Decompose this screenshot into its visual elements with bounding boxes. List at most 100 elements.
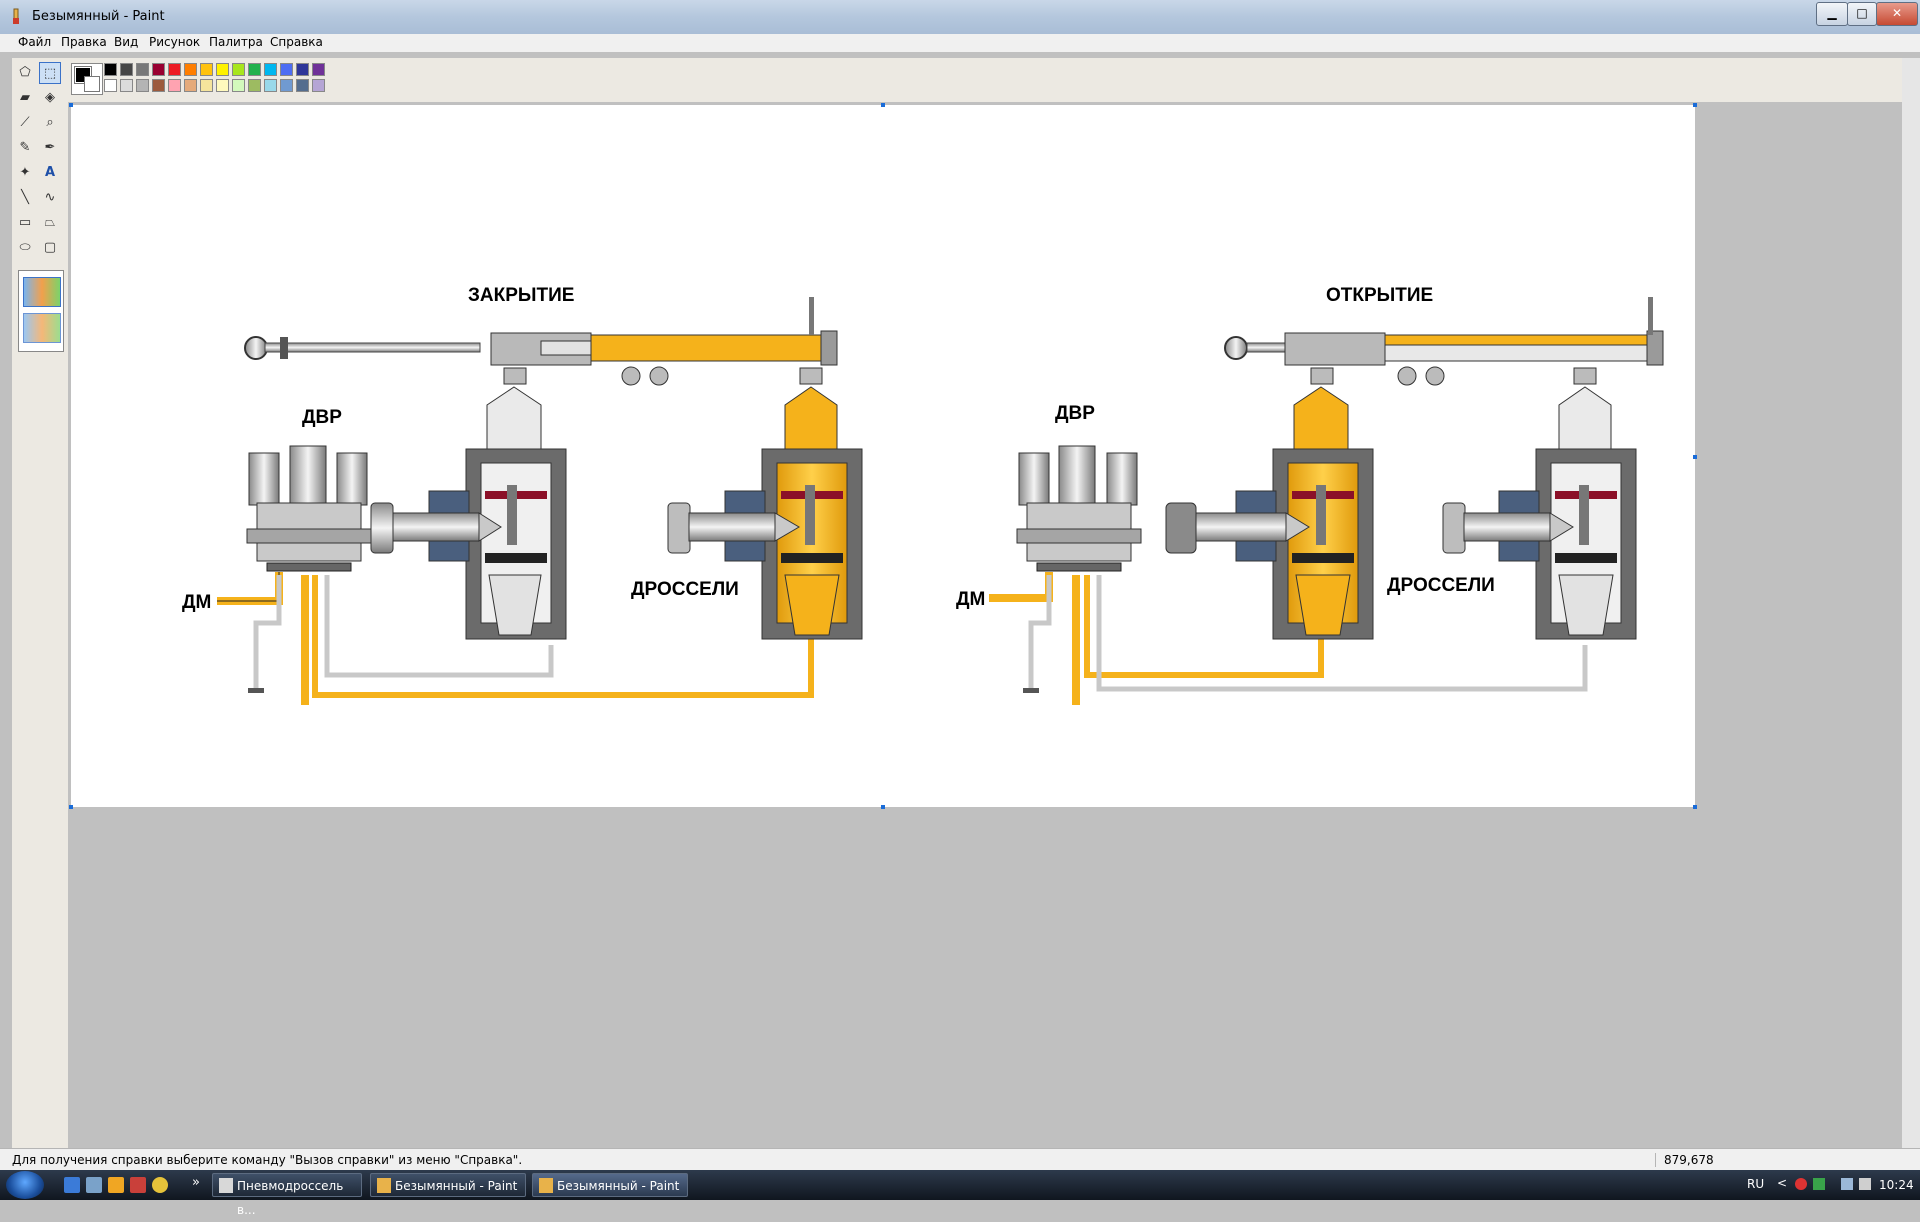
start-button[interactable] [6,1171,44,1199]
palette-swatch[interactable] [104,79,117,92]
palette-swatch[interactable] [280,79,293,92]
palette-swatch[interactable] [200,79,213,92]
palette-swatch[interactable] [296,79,309,92]
palette-swatch[interactable] [200,63,213,76]
piston [540,340,592,356]
taskbar-item-document[interactable]: Пневмодроссель в... [212,1173,362,1217]
menu-image[interactable]: Рисунок [149,35,201,49]
tray-expand-icon[interactable]: < [1777,1176,1788,1190]
palette-swatch[interactable] [104,63,117,76]
paint-icon [377,1178,391,1193]
palette-swatch[interactable] [152,63,165,76]
close-button[interactable]: ✕ [1876,2,1918,26]
curve-icon[interactable]: ∿ [44,190,56,205]
browser-icon[interactable] [130,1177,146,1193]
palette-swatch[interactable] [152,79,165,92]
show-desktop-icon[interactable] [64,1177,80,1193]
update-icon[interactable] [1813,1178,1825,1190]
pencil-icon[interactable]: ✎ [19,140,31,155]
security-alert-icon[interactable] [1795,1178,1807,1190]
rod-eye [244,336,268,360]
transparent-selection-option[interactable] [23,313,61,343]
resize-handle-bl[interactable] [69,805,73,809]
palette-swatch[interactable] [184,79,197,92]
line-icon[interactable]: ╲ [21,190,29,205]
minimize-button[interactable]: ▁ [1816,2,1848,26]
resize-handle-t[interactable] [881,103,885,107]
vertical-scrollbar[interactable] [1902,58,1920,1148]
eraser-icon[interactable]: ▰ [20,90,30,105]
palette-swatch[interactable] [248,79,261,92]
palette-swatch[interactable] [232,63,245,76]
palette-swatch[interactable] [120,79,133,92]
palette-swatch[interactable] [216,79,229,92]
color-palette [68,58,1920,102]
cylinder-end-cap [820,330,838,366]
brush-icon[interactable]: ✒ [44,140,56,155]
palette-swatch[interactable] [232,79,245,92]
opening-assembly: ОТКРЫТИЕ ДВР ДМ [956,285,1664,705]
rectangle-icon[interactable]: ▭ [18,215,32,230]
resize-handle-r[interactable] [1693,455,1697,459]
palette-swatch[interactable] [216,63,229,76]
palette-swatch[interactable] [264,79,277,92]
language-indicator[interactable]: RU [1747,1177,1765,1191]
workspace: ЗАКРЫТИЕ ДВР [68,102,1920,1148]
throttle-valve-right-2 [1442,367,1637,640]
palette-swatch[interactable] [248,63,261,76]
palette-swatch[interactable] [264,63,277,76]
palette-swatch[interactable] [136,63,149,76]
color-picker-icon[interactable]: ⟋ [20,115,30,130]
text-icon[interactable]: A [44,165,56,180]
fill-icon[interactable]: ◈ [45,90,55,105]
volume-icon[interactable] [1859,1178,1871,1190]
palette-swatch[interactable] [296,63,309,76]
menu-view[interactable]: Вид [114,35,139,49]
pipe-to-open-throttle [1084,575,1324,678]
media-player-icon[interactable] [108,1177,124,1193]
palette-swatch[interactable] [280,63,293,76]
palette-swatch[interactable] [136,79,149,92]
palette-swatch[interactable] [168,63,181,76]
current-colors[interactable] [71,63,103,95]
menu-help[interactable]: Справка [270,35,323,49]
resize-handle-tr[interactable] [1693,103,1697,107]
opaque-selection-option[interactable] [23,277,61,307]
resize-handle-tl[interactable] [69,103,73,107]
ellipse-icon[interactable]: ⬭ [19,240,31,255]
polygon-icon[interactable]: ⏢ [44,215,56,230]
switch-windows-icon[interactable] [86,1177,102,1193]
free-select-icon[interactable]: ⬠ [19,65,31,80]
background-color[interactable] [84,76,100,92]
drawing-canvas[interactable]: ЗАКРЫТИЕ ДВР [71,105,1695,807]
clock[interactable]: 10:24 [1879,1178,1914,1192]
magnifier-icon[interactable]: ⌕ [46,115,54,130]
title-bar: Безымянный - Paint ▁ □ ✕ [0,0,1920,35]
palette-swatch[interactable] [184,63,197,76]
resize-handle-b[interactable] [881,805,885,809]
messenger-icon[interactable] [152,1177,168,1193]
menu-palette[interactable]: Палитра [209,35,263,49]
taskbar-item-paint-1[interactable]: Безымянный - Paint [370,1173,526,1197]
taskbar-item-paint-2[interactable]: Безымянный - Paint [532,1173,688,1197]
dm-label-right: ДМ [956,589,985,610]
resize-handle-br[interactable] [1693,805,1697,809]
indicator-pin [809,297,814,335]
cylinder-chamber-pressurised [590,334,822,362]
palette-swatch[interactable] [312,79,325,92]
document-icon [219,1178,233,1193]
airbrush-icon[interactable]: ✦ [19,165,31,180]
palette-swatch[interactable] [312,63,325,76]
palette-swatch[interactable] [120,63,133,76]
rect-select-icon[interactable]: ⬚ [39,62,61,84]
throttle-valve-left-1 [370,367,567,640]
rounded-rect-icon[interactable]: ▢ [43,240,57,255]
menu-edit[interactable]: Правка [61,35,107,49]
palette-swatch[interactable] [168,79,181,92]
maximize-button[interactable]: □ [1847,2,1877,26]
closing-assembly: ЗАКРЫТИЕ ДВР [182,285,863,705]
menu-file[interactable]: Файл [18,35,52,49]
quicklaunch-overflow[interactable]: » [192,1175,200,1190]
network-icon[interactable] [1841,1178,1853,1190]
window-title: Безымянный - Paint [32,9,165,24]
